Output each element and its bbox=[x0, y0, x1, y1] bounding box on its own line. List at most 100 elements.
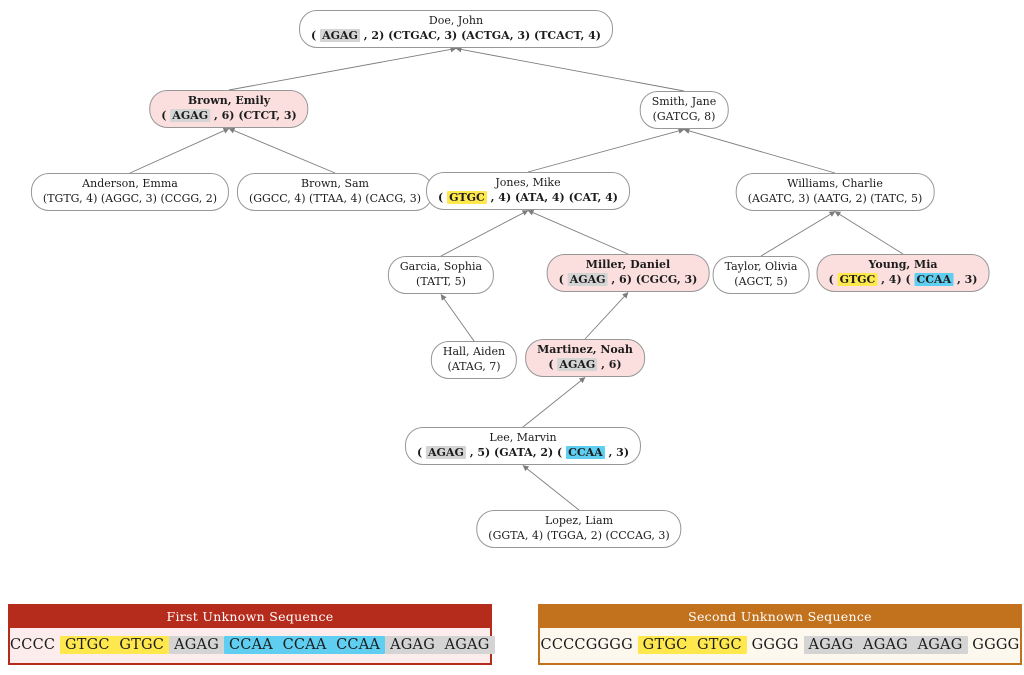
sequence-token: (AGCT, 5) bbox=[734, 274, 788, 288]
tree-edge-miller-daniel-to-jones-mike bbox=[527, 209, 629, 255]
person-name: Miller, Daniel bbox=[585, 258, 671, 271]
tree-node-miller-daniel: Miller, Daniel( AGAG , 6) (CGCG, 3) bbox=[546, 254, 710, 293]
person-sequences: ( AGAG , 6) bbox=[537, 357, 633, 373]
second-unknown-sequence-panel: Second Unknown Sequence CCCCGGGG GTGC GT… bbox=[538, 604, 1022, 665]
person-sequences: (GGCC, 4) (TTAA, 4) (CACG, 3) bbox=[249, 192, 421, 207]
sequence-token: ( bbox=[416, 445, 427, 459]
tree-edge-williams-charlie-to-smith-jane bbox=[683, 128, 836, 174]
tree-edge-garcia-sophia-to-jones-mike bbox=[440, 210, 529, 257]
sequence-token: , 5) (GATA, 2) ( bbox=[465, 445, 567, 459]
sequence-token: , 6) (CGCG, 3) bbox=[607, 272, 698, 286]
person-name: Anderson, Emma bbox=[82, 177, 178, 190]
tree-node-young-mia: Young, Mia( GTGC , 4) ( CCAA , 3) bbox=[816, 254, 990, 293]
sequence-token: ( bbox=[311, 28, 321, 42]
person-sequences: ( AGAG , 6) (CGCG, 3) bbox=[558, 272, 698, 288]
tree-edge-jones-mike-to-smith-jane bbox=[527, 128, 685, 173]
person-name: Williams, Charlie bbox=[787, 177, 883, 190]
tree-edge-lopez-liam-to-lee-marvin bbox=[522, 465, 580, 511]
tree-node-brown-emily: Brown, Emily( AGAG , 6) (CTCT, 3) bbox=[149, 90, 309, 129]
sequence-token: ( bbox=[828, 272, 838, 286]
sequence-token-cyan: CCAA bbox=[914, 272, 954, 286]
sequence-token: ( bbox=[558, 272, 568, 286]
sequence-token: GGGG bbox=[746, 637, 804, 653]
sequence-token-cyan: CCAA CCAA CCAA bbox=[224, 636, 386, 654]
sequence-token: , 3) bbox=[953, 272, 978, 286]
sequence-token: , 4) (ATA, 4) (CAT, 4) bbox=[486, 190, 618, 204]
tree-node-jones-mike: Jones, Mike( GTGC , 4) (ATA, 4) (CAT, 4) bbox=[426, 172, 630, 211]
tree-node-garcia-sophia: Garcia, Sophia (TATT, 5) bbox=[387, 256, 495, 295]
tree-node-doe-john: Doe, John( AGAG , 2) (CTGAC, 3) (ACTGA, … bbox=[299, 10, 613, 49]
sequence-token-gray: AGAG bbox=[426, 445, 466, 459]
sequence-token-gray: AGAG AGAG AGAG bbox=[803, 636, 968, 654]
first-unknown-sequence-title: First Unknown Sequence bbox=[10, 606, 490, 628]
tree-edge-hall-aiden-to-garcia-sophia bbox=[440, 294, 475, 342]
tree-node-smith-jane: Smith, Jane(GATCG, 8) bbox=[639, 91, 729, 130]
tree-node-lee-marvin: Lee, Marvin( AGAG , 5) (GATA, 2) ( CCAA … bbox=[404, 427, 642, 466]
second-unknown-sequence-tokens: CCCCGGGG GTGC GTGC GGGG AGAG AGAG AGAG G… bbox=[540, 628, 1020, 663]
sequence-token-yellow: GTGC GTGC bbox=[637, 636, 747, 654]
person-sequences: ( GTGC , 4) ( CCAA , 3) bbox=[828, 272, 978, 288]
sequence-token: CCCCGGGG bbox=[540, 637, 638, 653]
tree-edge-taylor-olivia-to-williams-charlie bbox=[760, 211, 836, 257]
sequence-token-gray: AGAG bbox=[557, 357, 598, 371]
sequence-token-gray: AGAG bbox=[320, 28, 360, 42]
sequence-token: (ATAG, 7) bbox=[447, 359, 501, 373]
person-name: Lee, Marvin bbox=[489, 431, 557, 444]
tree-node-martinez-noah: Martinez, Noah( AGAG , 6) bbox=[525, 339, 645, 378]
person-sequences: (TGTG, 4) (AGGC, 3) (CCGG, 2) bbox=[43, 192, 217, 207]
person-name: Taylor, Olivia bbox=[724, 260, 798, 273]
person-sequences: (AGCT, 5) bbox=[725, 275, 798, 290]
sequence-token: (AGATC, 3) (AATG, 2) (TATC, 5) bbox=[747, 191, 923, 205]
person-name: Brown, Emily bbox=[187, 94, 271, 107]
person-name: Smith, Jane bbox=[651, 95, 717, 108]
sequence-token: , 2) (CTGAC, 3) (ACTGA, 3) (TCACT, 4) bbox=[359, 28, 601, 42]
sequence-token: ( bbox=[161, 108, 171, 122]
sequence-token-yellow: GTGC bbox=[837, 272, 878, 286]
person-name: Martinez, Noah bbox=[537, 343, 633, 356]
person-name: Young, Mia bbox=[868, 258, 938, 271]
person-name: Hall, Aiden bbox=[442, 345, 506, 358]
sequence-token-gray: AGAG AGAG bbox=[385, 636, 495, 654]
second-unknown-sequence-title: Second Unknown Sequence bbox=[540, 606, 1020, 628]
sequence-token-cyan: CCAA bbox=[566, 445, 605, 459]
sequence-token: ( bbox=[438, 190, 448, 204]
sequence-token: , 4) ( bbox=[877, 272, 915, 286]
tree-edge-anderson-emma-to-brown-emily bbox=[129, 127, 230, 174]
person-sequences: (GGTA, 4) (TGGA, 2) (CCCAG, 3) bbox=[488, 529, 669, 544]
sequence-token-gray: AGAG bbox=[169, 636, 225, 654]
person-sequences: (TATT, 5) bbox=[400, 275, 482, 290]
sequence-token-yellow: GTGC GTGC bbox=[60, 636, 170, 654]
tree-edge-young-mia-to-williams-charlie bbox=[834, 211, 904, 255]
sequence-token-gray: AGAG bbox=[170, 108, 211, 122]
person-sequences: ( AGAG , 5) (GATA, 2) ( CCAA , 3) bbox=[416, 445, 629, 461]
sequence-token: GGGG bbox=[967, 637, 1020, 653]
sequence-token: CCCC bbox=[10, 637, 60, 653]
tree-edge-brown-sam-to-brown-emily bbox=[228, 127, 336, 174]
person-sequences: (GATCG, 8) bbox=[652, 110, 717, 125]
tree-edge-smith-jane-to-doe-john bbox=[455, 46, 685, 92]
person-sequences: (ATAG, 7) bbox=[443, 360, 505, 375]
person-name: Garcia, Sophia bbox=[399, 260, 483, 273]
sequence-token: , 6) (CTCT, 3) bbox=[210, 108, 297, 122]
tree-node-anderson-emma: Anderson, Emma (TGTG, 4) (AGGC, 3) (CCGG,… bbox=[30, 173, 230, 212]
person-name: Brown, Sam bbox=[301, 177, 369, 190]
tree-edge-brown-emily-to-doe-john bbox=[228, 46, 457, 91]
sequence-token: (GGCC, 4) (TTAA, 4) (CACG, 3) bbox=[248, 191, 422, 205]
tree-node-hall-aiden: Hall, Aiden(ATAG, 7) bbox=[430, 341, 518, 380]
tree-edge-lee-marvin-to-martinez-noah bbox=[522, 377, 586, 428]
person-sequences: ( GTGC , 4) (ATA, 4) (CAT, 4) bbox=[438, 190, 618, 206]
person-name: Jones, Mike bbox=[495, 176, 561, 189]
person-sequences: ( AGAG , 6) (CTCT, 3) bbox=[161, 108, 297, 124]
sequence-token: (GATCG, 8) bbox=[652, 109, 716, 123]
tree-node-brown-sam: Brown, Sam(GGCC, 4) (TTAA, 4) (CACG, 3) bbox=[236, 173, 434, 212]
person-name: Doe, John bbox=[428, 14, 484, 27]
person-sequences: ( AGAG , 2) (CTGAC, 3) (ACTGA, 3) (TCACT… bbox=[311, 28, 601, 44]
tree-edge-martinez-noah-to-miller-daniel bbox=[584, 292, 629, 340]
person-name: Lopez, Liam bbox=[544, 514, 614, 527]
sequence-token: (GGTA, 4) (TGGA, 2) (CCCAG, 3) bbox=[488, 528, 670, 542]
tree-node-williams-charlie: Williams, Charlie(AGATC, 3) (AATG, 2) (T… bbox=[735, 173, 935, 212]
